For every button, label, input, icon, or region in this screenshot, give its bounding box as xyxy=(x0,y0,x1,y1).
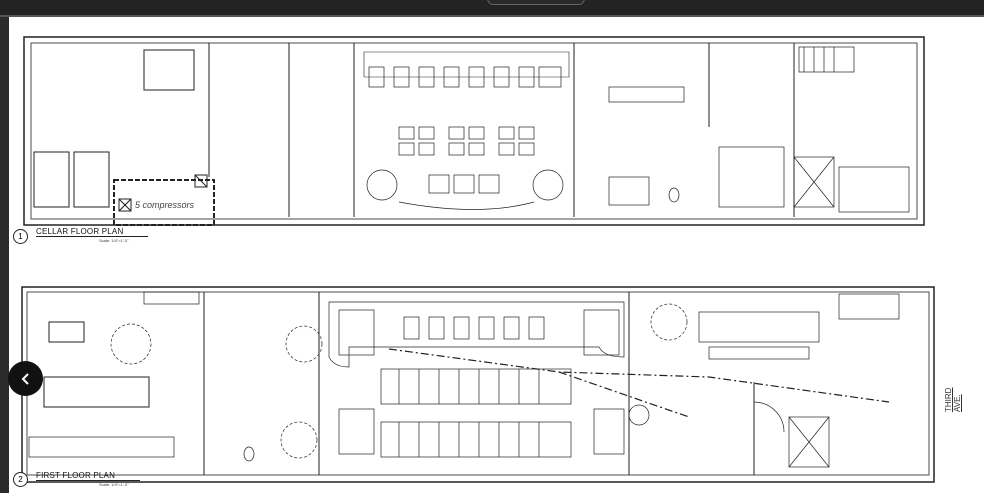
cellar-plan xyxy=(23,36,925,226)
street-label: THIRD AVE. xyxy=(944,387,962,412)
floor-plan-sheet: 5 compressors 1 CELLAR FLOOR PLAN Scale:… xyxy=(9,17,984,493)
floor-plan-drawing xyxy=(21,36,935,483)
left-edge xyxy=(0,17,9,493)
chevron-left-icon xyxy=(21,372,29,385)
first-floor-plan-scale: Scale: 1/4"=1'-0" xyxy=(99,482,129,487)
plan-number-1: 1 xyxy=(13,229,28,244)
cellar-plan-title: CELLAR FLOOR PLAN xyxy=(36,227,149,237)
plan-number-2: 2 xyxy=(13,472,28,487)
top-handle[interactable] xyxy=(487,0,585,5)
first-floor-plan-title: FIRST FLOOR PLAN xyxy=(36,471,141,481)
cellar-plan-scale: Scale: 1/4"=1'-0" xyxy=(99,238,129,243)
previous-image-button[interactable] xyxy=(8,361,43,396)
viewer-top-bar xyxy=(0,0,984,17)
compressors-note: 5 compressors xyxy=(135,200,195,210)
first-floor-plan xyxy=(21,286,935,483)
